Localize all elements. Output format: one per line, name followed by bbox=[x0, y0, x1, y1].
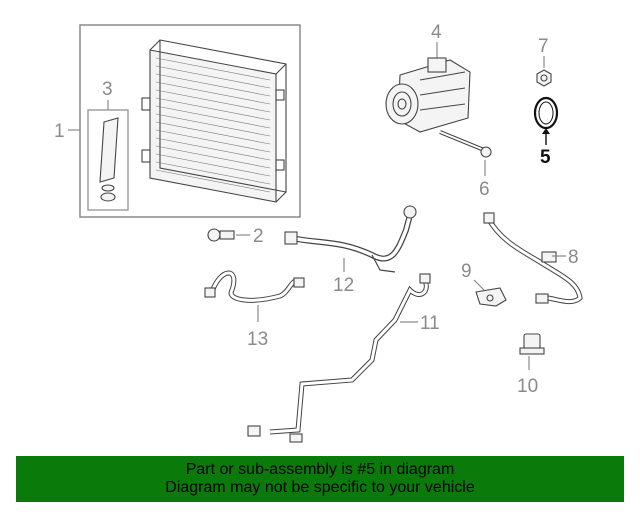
liquid-line[interactable] bbox=[204, 270, 305, 303]
callout-2[interactable]: 2 bbox=[253, 226, 264, 247]
nut[interactable] bbox=[536, 69, 552, 87]
discharge-hose[interactable] bbox=[284, 205, 417, 273]
callout-6[interactable]: 6 bbox=[479, 179, 490, 200]
callout-10[interactable]: 10 bbox=[517, 376, 538, 397]
banner-line-1: Part or sub-assembly is #5 in diagram bbox=[185, 461, 455, 478]
callout-3[interactable]: 3 bbox=[102, 79, 113, 100]
info-banner: Part or sub-assembly is #5 in diagram Di… bbox=[16, 456, 624, 502]
dryer-box bbox=[87, 109, 129, 211]
callout-13[interactable]: 13 bbox=[247, 329, 268, 350]
callout-5[interactable]: 5 bbox=[540, 147, 551, 168]
banner-line-2: Diagram may not be specific to your vehi… bbox=[165, 479, 475, 496]
condenser[interactable] bbox=[141, 39, 287, 203]
compressor-bolt[interactable] bbox=[439, 130, 492, 158]
callout-12[interactable]: 12 bbox=[333, 275, 354, 296]
receiver-drier[interactable] bbox=[99, 117, 119, 202]
callout-8[interactable]: 8 bbox=[568, 247, 579, 268]
callout-1[interactable]: 1 bbox=[54, 121, 65, 142]
callout-4[interactable]: 4 bbox=[431, 22, 442, 43]
callout-11[interactable]: 11 bbox=[420, 313, 440, 334]
sensor[interactable] bbox=[519, 333, 545, 355]
o-ring[interactable] bbox=[533, 96, 559, 130]
callout-9[interactable]: 9 bbox=[461, 261, 472, 282]
pressure-hose[interactable] bbox=[483, 212, 583, 305]
condenser-group-box bbox=[79, 24, 301, 218]
compressor[interactable] bbox=[385, 57, 471, 133]
pressure-switch[interactable] bbox=[207, 228, 235, 242]
suction-hose[interactable] bbox=[247, 273, 431, 443]
parts-diagram: 1 3 4 bbox=[54, 22, 583, 443]
callout-7[interactable]: 7 bbox=[538, 36, 549, 57]
bracket[interactable] bbox=[475, 287, 507, 307]
